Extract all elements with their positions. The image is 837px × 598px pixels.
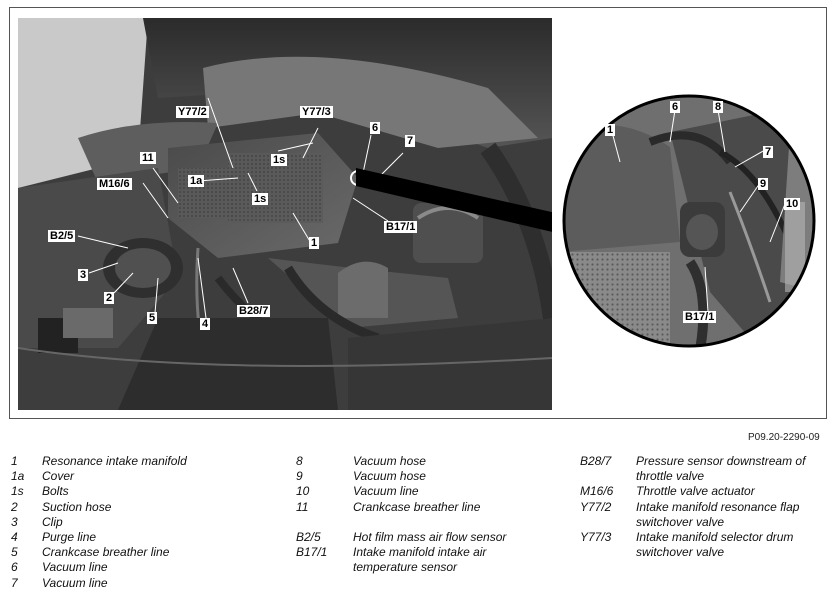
legend-column-3: B28/7 Pressure sensor downstream of throt…	[580, 454, 830, 560]
legend-text: Purge line	[42, 530, 97, 545]
legend-code: B28/7	[580, 454, 612, 468]
legend-code: 6	[11, 560, 18, 575]
legend-text: Throttle valve actuator	[636, 484, 755, 499]
legend-code: 11	[296, 499, 309, 514]
legend-item: 3 Clip	[11, 515, 261, 530]
legend-code: 1a	[11, 469, 25, 484]
legend-item: M16/6 Throttle valve actuator	[580, 484, 830, 499]
legend-text: Vacuum line	[42, 575, 108, 590]
legend-code: M16/6	[580, 484, 614, 499]
detail-inset-magnifier	[562, 94, 816, 348]
legend-text: Crankcase breather line	[42, 545, 170, 560]
legend-text: Vacuum line	[42, 560, 108, 575]
legend-code: 3	[11, 514, 18, 529]
legend-text: Bolts	[42, 484, 69, 499]
legend-code: 7	[11, 575, 18, 590]
legend-text: Resonance intake manifold	[42, 454, 187, 468]
legend-text: Intake manifold resonance flap switchove…	[636, 499, 800, 529]
legend-code: 10	[296, 484, 310, 499]
legend-text: Suction hose	[42, 499, 112, 514]
legend-item: B2/5 Hot film mass air flow sensor	[296, 530, 556, 545]
legend-text: Clip	[42, 514, 63, 529]
legend-text: Pressure sensor downstream of throttle v…	[636, 454, 806, 484]
legend-text: Hot film mass air flow sensor	[353, 529, 507, 544]
legend-item: 5 Crankcase breather line	[11, 545, 261, 560]
legend-item: 1a Cover	[11, 469, 261, 484]
legend-code: 1	[11, 454, 18, 468]
legend-item: 1 Resonance intake manifold	[11, 454, 261, 469]
legend-text: Vacuum hose	[353, 454, 426, 468]
engine-bay-photo	[18, 18, 552, 410]
legend-text: Crankcase breather line	[353, 499, 481, 514]
legend-code: Y77/3	[580, 530, 612, 545]
figure-reference-code: P09.20-2290-09	[748, 432, 820, 443]
legend-item: 8 Vacuum hose	[296, 454, 556, 469]
legend-code: 2	[11, 499, 18, 514]
legend-item: 10 Vacuum line	[296, 484, 556, 499]
legend-item: B28/7 Pressure sensor downstream of throt…	[580, 454, 830, 484]
legend-code: 1s	[11, 484, 24, 499]
legend-item: 4 Purge line	[11, 530, 261, 545]
legend-text: Intake manifold intake air temperature s…	[353, 545, 487, 575]
legend-item: Y77/3 Intake manifold selector drum switc…	[580, 530, 830, 560]
legend-item: Y77/2 Intake manifold resonance flap swit…	[580, 500, 830, 530]
legend-item: 9 Vacuum hose	[296, 469, 556, 484]
legend-text: Cover	[42, 469, 75, 484]
legend-item: 7 Vacuum line	[11, 576, 261, 591]
legend-code: Y77/2	[580, 499, 612, 514]
legend-code: 4	[11, 530, 18, 545]
legend-text: Vacuum hose	[353, 469, 426, 484]
legend-text: Intake manifold selector drum switchover…	[636, 530, 794, 560]
legend-text: Vacuum line	[353, 484, 419, 499]
legend-code: 8	[296, 454, 303, 468]
legend-code: B17/1	[296, 545, 328, 560]
legend-item: 1s Bolts	[11, 484, 261, 499]
legend-code: B2/5	[296, 529, 321, 544]
legend-spacer	[296, 515, 556, 530]
legend-item: 2 Suction hose	[11, 500, 261, 515]
legend-item: 6 Vacuum line	[11, 560, 261, 575]
legend-column-1: 1 Resonance intake manifold 1a Cover 1s Bol…	[11, 454, 261, 591]
legend-item: 11 Crankcase breather line	[296, 500, 556, 515]
legend-item: B17/1 Intake manifold intake air temperat…	[296, 545, 506, 575]
legend-code: 5	[11, 545, 18, 560]
legend-code: 9	[296, 469, 303, 484]
